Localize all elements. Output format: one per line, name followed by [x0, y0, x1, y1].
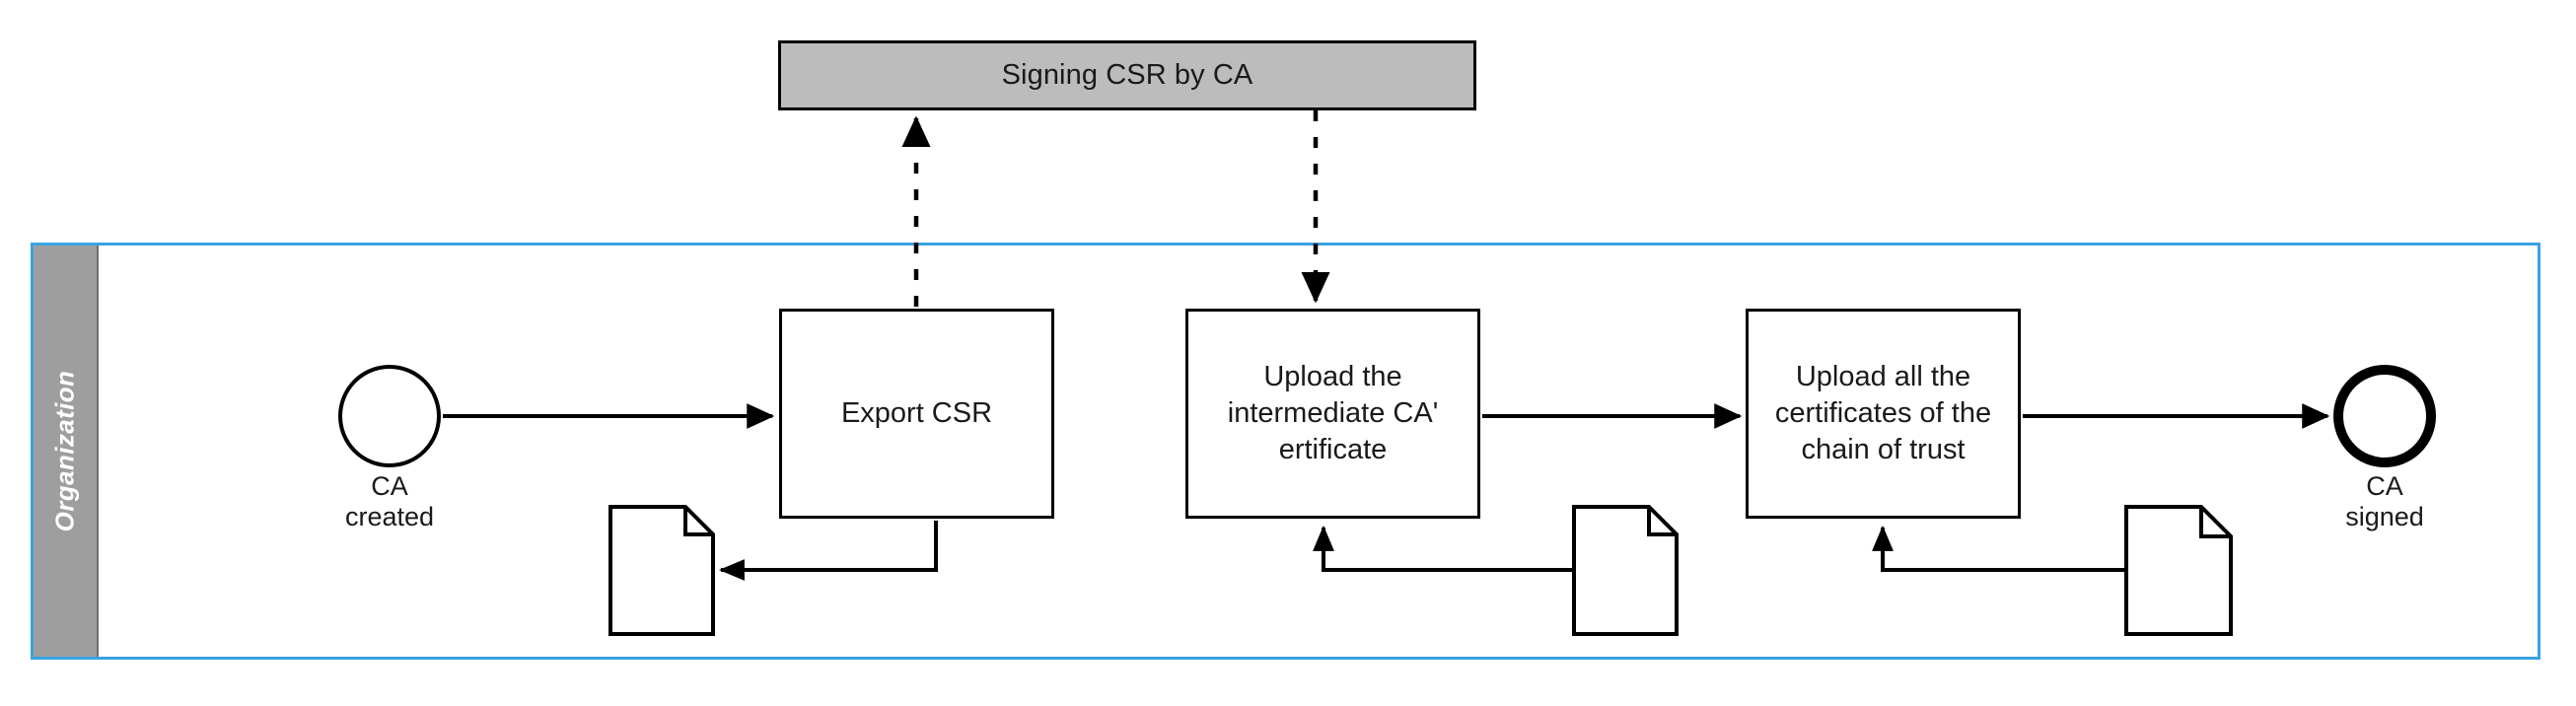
- task-export-csr-label: Export CSR: [840, 396, 993, 429]
- task-upload-intermediate-ca-certificate-label: Upload the intermediate CA' ertificate: [1227, 360, 1439, 466]
- lane-title-label: Organization: [49, 370, 80, 532]
- task-export-csr[interactable]: Export CSR: [779, 309, 1054, 519]
- start-event-ca-created[interactable]: [338, 365, 441, 467]
- task-upload-intermediate-ca-certificate[interactable]: Upload the intermediate CA' ertificate: [1185, 309, 1480, 519]
- end-event-ca-signed[interactable]: [2333, 365, 2436, 467]
- lane-header-organization[interactable]: Organization: [34, 246, 99, 657]
- task-upload-all-certificates-chain-of-trust[interactable]: Upload all the certificates of the chain…: [1746, 309, 2021, 519]
- end-event-label: CA signed: [2345, 471, 2424, 532]
- blackbox-pool-label: Signing CSR by CA: [1001, 58, 1253, 91]
- task-upload-all-certificates-chain-of-trust-label: Upload all the certificates of the chain…: [1774, 360, 1992, 466]
- blackbox-pool-signing-csr-by-ca[interactable]: Signing CSR by CA: [778, 40, 1476, 110]
- start-event-label: CA created: [344, 471, 435, 532]
